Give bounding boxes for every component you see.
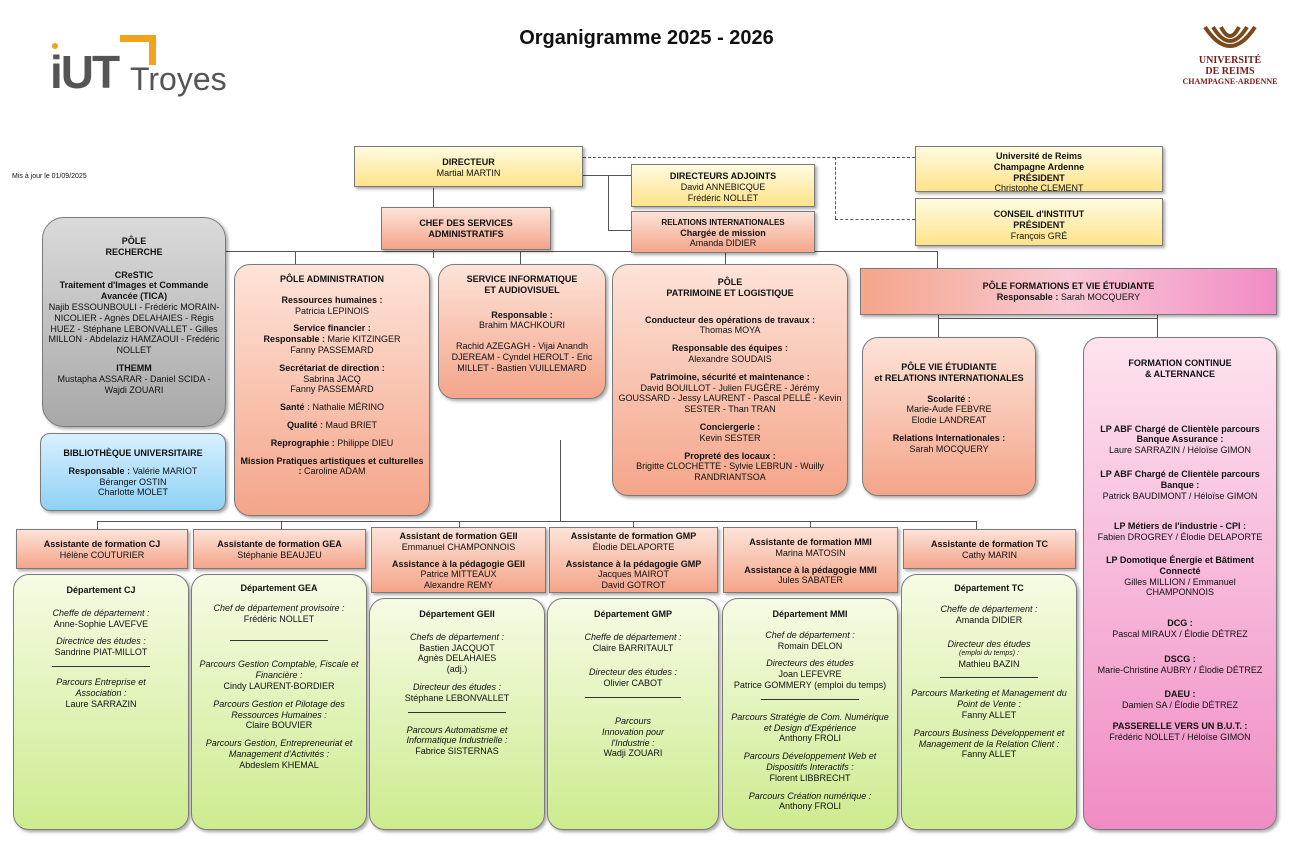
bibliotheque-box: BIBLIOTHÈQUE UNIVERSITAIRE Responsable :…: [40, 433, 226, 511]
pole-vie-etudiante-box: PÔLE VIE ÉTUDIANTE et RELATIONS INTERNAT…: [862, 337, 1036, 496]
dept-gmp-box: Département GMP Cheffe de département : …: [547, 598, 719, 830]
pole-formations-box: PÔLE FORMATIONS ET VIE ÉTUDIANTE Respons…: [860, 268, 1277, 315]
service-informatique-box: SERVICE INFORMATIQUE ET AUDIOVISUEL Resp…: [438, 264, 606, 399]
fc-item: LP ABF Chargé de Clientèle parcours Banq…: [1100, 423, 1260, 456]
assistant-gmp-box: Assistante de formation GMP Élodie DELAP…: [549, 527, 718, 593]
dept-gea-box: Département GEA Chef de département prov…: [191, 574, 367, 830]
assistant-mmi-box: Assistante de formation MMI Marina MATOS…: [723, 527, 898, 593]
assistant-gea-box: Assistante de formation GEA Stéphanie BE…: [193, 529, 366, 569]
pole-recherche-box: PÔLE RECHERCHE CReSTIC Traitement d'Imag…: [42, 217, 226, 427]
pole-patrimoine-box: PÔLE PATRIMOINE ET LOGISTIQUE Conducteur…: [612, 264, 848, 496]
dept-geii-box: Département GEII Chefs de département : …: [369, 598, 545, 830]
fc-item: LP Domotique Énergie et Bâtiment Connect…: [1106, 554, 1254, 598]
dept-tc-box: Département TC Cheffe de département : A…: [901, 574, 1077, 830]
pole-administration-box: PÔLE ADMINISTRATION Ressources humaines …: [234, 264, 430, 516]
fc-item: DCG :Pascal MIRAUX / Élodie DÉTREZ: [1112, 618, 1248, 639]
relations-internationales-box: RELATIONS INTERNATIONALES Chargée de mis…: [631, 211, 815, 253]
iut-troyes-logo: iUT Troyes: [50, 33, 250, 108]
fc-item: DSCG :Marie-Christine AUBRY / Élodie DÉT…: [1097, 653, 1263, 675]
assistant-cj-box: Assistante de formation CJ Hélène COUTUR…: [16, 529, 188, 569]
dept-mmi-box: Département MMI Chef de département : Ro…: [722, 598, 898, 830]
assistant-geii-box: Assistant de formation GEII Emmanuel CHA…: [371, 527, 546, 593]
conseil-institut-box: CONSEIL d'INSTITUT PRÉSIDENT François GR…: [915, 198, 1163, 246]
dept-cj-box: Département CJ Cheffe de département : A…: [13, 574, 189, 830]
update-date: Mis à jour le 01/09/2025: [12, 173, 87, 180]
formation-continue-box: FORMATION CONTINUE & ALTERNANCE LP ABF C…: [1083, 337, 1277, 830]
fc-item: PASSERELLE VERS UN B.U.T. :Frédéric NOLL…: [1109, 720, 1251, 742]
fc-item: DAEU :Damien SA / Élodie DÉTREZ: [1121, 689, 1239, 711]
directeurs-adjoints-box: DIRECTEURS ADJOINTS David ANNEBICQUE Fré…: [631, 164, 815, 207]
page-title: Organigramme 2025 - 2026: [519, 27, 774, 49]
fc-item: LP Métiers de l'industrie - CPI :Fabien …: [1097, 521, 1263, 543]
urca-logo: UNIVERSITÉ DE REIMS CHAMPAGNE-ARDENNE: [1180, 25, 1280, 95]
directeur-box: DIRECTEUR Martial MARTIN: [354, 146, 583, 187]
chef-services-administratifs-box: CHEF DES SERVICES ADMINISTRATIFS: [381, 207, 551, 250]
assistant-tc-box: Assistante de formation TC Cathy MARIN: [903, 529, 1076, 569]
fc-item: LP ABF Chargé de Clientèle parcours Banq…: [1100, 468, 1260, 501]
universite-president-box: Université de Reims Champagne Ardenne PR…: [915, 146, 1163, 192]
